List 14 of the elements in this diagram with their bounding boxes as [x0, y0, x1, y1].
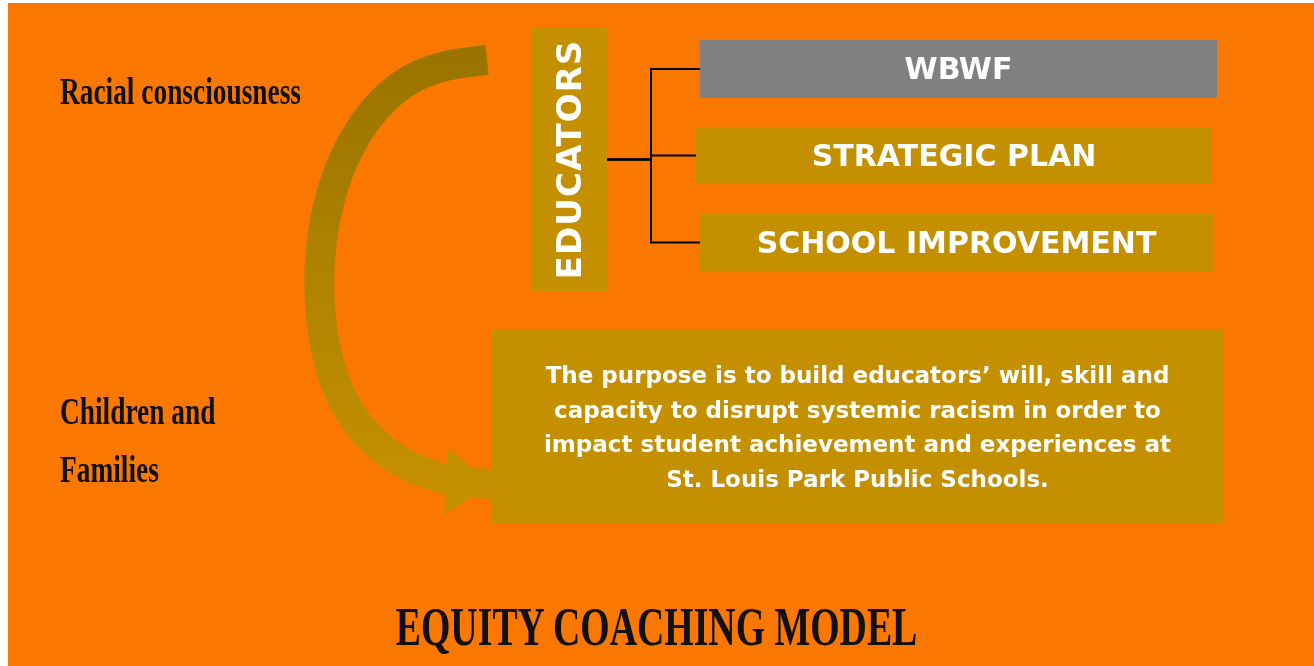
purpose-text: The purpose is to build educators’ will, skill and capacity to disrupt systemic racism in order to impact student achievement and experiences at St. Louis Park Public Schools.: [543, 361, 1172, 494]
item-box: [696, 127, 1212, 184]
side-label: Children and Families: [60, 389, 217, 492]
category-label: EDUCATORS: [549, 39, 590, 280]
item-box: [700, 213, 1213, 272]
item-label: WBWF: [904, 51, 1013, 87]
diagram-title: EQUITY COACHING MODEL: [396, 596, 918, 658]
connector-line: [606, 158, 701, 244]
item-box: [700, 40, 1217, 98]
item-label: SCHOOL IMPROVEMENT: [756, 224, 1157, 261]
category-box: [532, 28, 607, 291]
purpose-box: [492, 330, 1223, 524]
side-label: Racial consciousness: [60, 69, 302, 114]
item-label: STRATEGIC PLAN: [811, 137, 1097, 174]
